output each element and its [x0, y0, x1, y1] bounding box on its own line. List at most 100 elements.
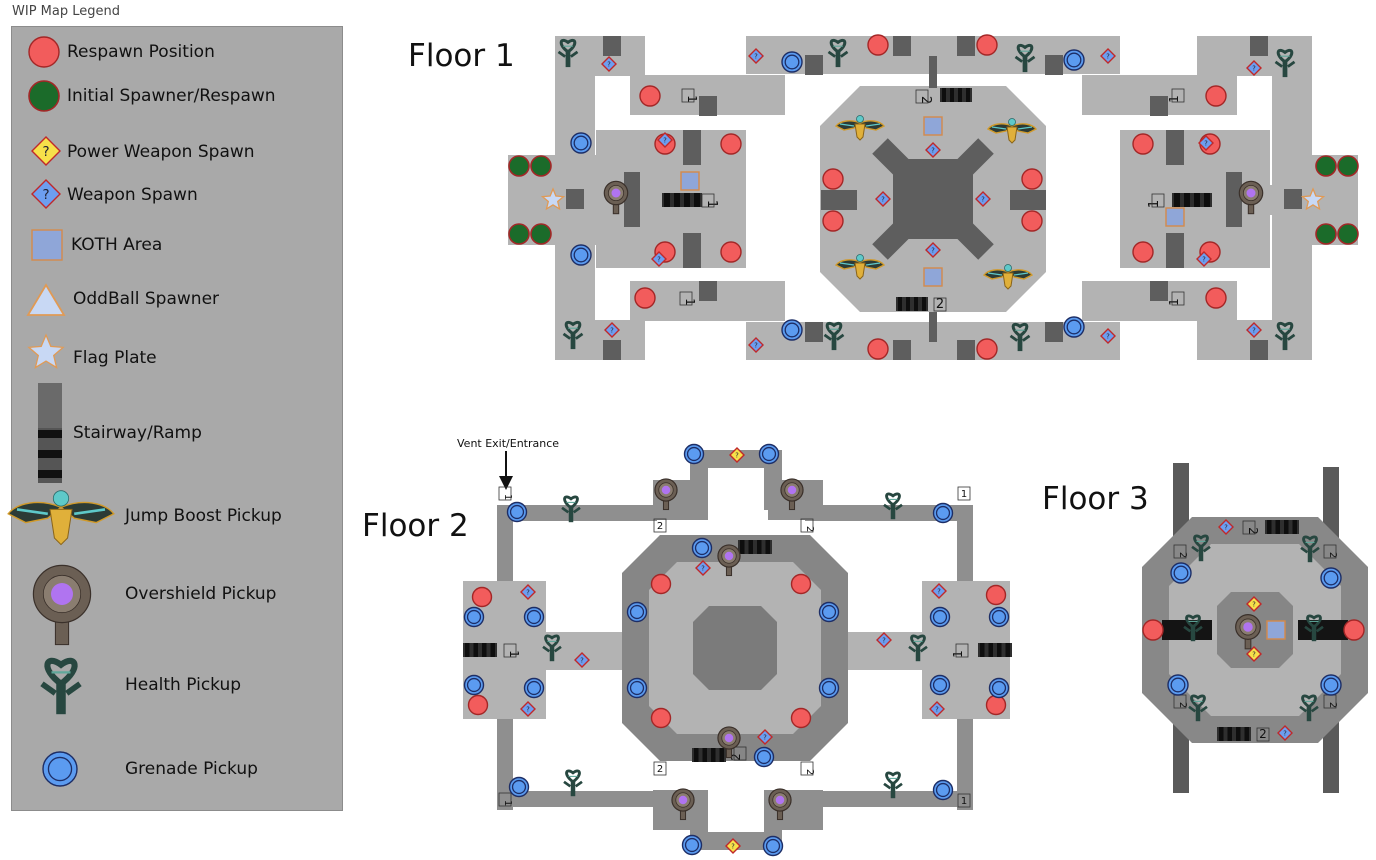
health-icon [908, 634, 928, 662]
health-icon [1299, 694, 1319, 722]
wall-block [1226, 172, 1242, 227]
stair-number: 1 [1167, 298, 1181, 306]
grenade-icon [781, 51, 803, 73]
floor-segment [555, 320, 645, 360]
floor-segment [929, 312, 937, 342]
weapon-mark: ? [1204, 139, 1208, 147]
respawn-icon [467, 694, 489, 716]
grenade-icon [626, 601, 648, 623]
grenade-icon [463, 674, 485, 696]
respawn-icon [1142, 619, 1164, 641]
initial-spawner-icon [1315, 223, 1337, 245]
wall-block [566, 189, 584, 209]
weapon-icon: ? [1246, 60, 1262, 76]
overshield-icon [717, 726, 741, 759]
respawn-icon [1205, 85, 1227, 107]
initial-spawner-icon [1337, 223, 1359, 245]
weapon-mark: ? [1224, 523, 1228, 531]
jump-boost-icon [834, 115, 886, 141]
health-icon [1304, 614, 1324, 642]
jump-boost-icon [834, 254, 886, 280]
stair-marker [498, 792, 512, 807]
koth-icon [923, 267, 943, 287]
stair-base [1172, 193, 1212, 207]
weapon-mark: ? [931, 146, 935, 154]
flag-plate-icon [1300, 187, 1326, 211]
stair-step [997, 643, 1002, 657]
wall-block [1250, 340, 1268, 360]
stair-step [898, 297, 902, 311]
stair-step [1219, 727, 1224, 741]
wall-block [624, 172, 640, 227]
stair-step [1174, 193, 1180, 207]
stair-step [38, 470, 62, 478]
stair-marker [1171, 88, 1185, 103]
stair-marker [1151, 193, 1165, 208]
stair-step [1194, 193, 1200, 207]
wall-block [1150, 96, 1168, 116]
stair-step [702, 748, 707, 762]
weapon-icon: ? [757, 729, 773, 745]
health-icon [1014, 43, 1036, 73]
stair-base [662, 193, 702, 207]
weapon-icon: ? [1218, 519, 1234, 535]
grenade-icon [570, 132, 592, 154]
legend-label-jump-boost: Jump Boost Pickup [125, 506, 282, 526]
weapon-icon: ? [925, 242, 941, 258]
power-weapon-icon: ? [1246, 646, 1262, 662]
respawn-icon [790, 573, 812, 595]
flag-plate-icon [27, 333, 65, 369]
stair-base [463, 643, 497, 657]
corridor [805, 791, 973, 807]
health-icon [542, 634, 562, 662]
respawn-icon [1205, 287, 1227, 309]
respawn-icon [1132, 241, 1154, 263]
floor-2-title: Floor 2 [362, 508, 469, 544]
wall-block [1045, 55, 1063, 75]
respawn-icon [790, 707, 812, 729]
weapon-icon: ? [1100, 48, 1116, 64]
wall-block [603, 340, 621, 360]
wall-block [805, 55, 823, 75]
stair-step [914, 297, 918, 311]
stair-number: 1 [683, 298, 697, 306]
stairway-icon [738, 540, 772, 554]
grenade-icon [758, 443, 780, 465]
stair-step [38, 450, 62, 458]
respawn-icon [634, 287, 656, 309]
weapon-mark: ? [526, 705, 530, 713]
legend-label-flag-plate: Flag Plate [73, 348, 157, 368]
weapon-icon: ? [1277, 725, 1293, 741]
respawn-icon [471, 586, 493, 608]
wall-block [683, 233, 701, 268]
stair-step [664, 193, 670, 207]
legend-label-initial-spawner: Initial Spawner/Respawn [67, 86, 276, 106]
stair-number: 1 [1147, 200, 1162, 208]
stairway-icon [1172, 193, 1212, 207]
corridor [690, 790, 708, 850]
grenade-icon [988, 677, 1010, 699]
stair-step [1292, 520, 1297, 534]
floor-1-title: Floor 1 [408, 38, 515, 74]
stair-step [1284, 520, 1289, 534]
initial-spawner-icon [530, 155, 552, 177]
stair-number: 2 [1246, 527, 1260, 535]
legend-label-respawn: Respawn Position [67, 42, 215, 62]
power-weapon-icon: ? [729, 447, 745, 463]
wall-block [1284, 189, 1302, 209]
weapon-icon: ? [748, 337, 764, 353]
grenade-icon [523, 606, 545, 628]
stair-marker [1173, 544, 1187, 559]
weapon-mark: ? [931, 246, 935, 254]
health-icon [1274, 48, 1296, 78]
weapon-icon: ? [520, 701, 536, 717]
health-icon [557, 38, 579, 68]
legend-label-overshield: Overshield Pickup [125, 584, 277, 604]
health-icon [562, 320, 584, 350]
grenade-icon [626, 677, 648, 699]
legend-label-stairway: Stairway/Ramp [73, 423, 202, 443]
koth-icon [1266, 620, 1286, 640]
koth-icon [923, 116, 943, 136]
jump-boost-icon [7, 490, 115, 546]
initial-spawner-icon [1337, 155, 1359, 177]
